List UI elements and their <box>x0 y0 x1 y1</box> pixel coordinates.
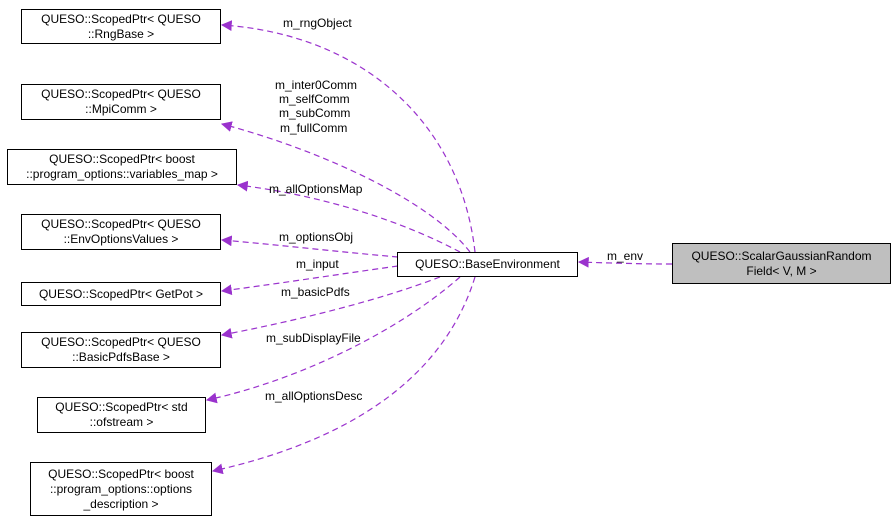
label-input: m_input <box>296 257 339 271</box>
node-scopedptr-getpot[interactable]: QUESO::ScopedPtr< GetPot > <box>21 282 221 306</box>
node-text-line: ::ofstream > <box>89 415 154 429</box>
edge-rng <box>220 20 476 253</box>
edge-getpot <box>220 265 399 296</box>
node-text-line: QUESO::ScopedPtr< QUESO <box>41 217 201 231</box>
edge-comm <box>220 121 471 253</box>
node-text-line: ::EnvOptionsValues > <box>63 232 179 246</box>
node-text-line: ::program_options::variables_map > <box>26 167 218 181</box>
node-text-line: QUESO::ScopedPtr< std <box>55 400 188 414</box>
node-baseenvironment[interactable]: QUESO::BaseEnvironment <box>397 252 578 277</box>
node-text-line: QUESO::ScopedPtr< QUESO <box>41 335 201 349</box>
edge-envopts <box>220 235 399 258</box>
node-text-line: QUESO::ScopedPtr< GetPot > <box>38 286 204 301</box>
edge-ofstream <box>205 276 461 404</box>
node-text-line: ::RngBase > <box>87 26 155 41</box>
label-alloptionsdesc: m_allOptionsDesc <box>265 389 363 403</box>
node-text-line: QUESO::ScopedPtr< QUESO <box>41 87 201 101</box>
node-text-line: QUESO::ScopedPtr< QUESO <box>41 11 201 26</box>
node-text-line: QUESO::BaseEnvironment <box>415 257 560 271</box>
node-text-line: QUESO::ScopedPtr< boost <box>48 466 194 481</box>
edge-varmap <box>236 180 461 253</box>
label-subdisplayfile: m_subDisplayFile <box>266 331 361 345</box>
node-scopedptr-variables-map[interactable]: QUESO::ScopedPtr< boost::program_options… <box>7 149 237 185</box>
node-text-line: _description > <box>83 496 159 511</box>
label-fullcomm: m_fullComm <box>280 121 348 135</box>
label-alloptionsmap: m_allOptionsMap <box>269 182 363 196</box>
node-text-line: QUESO::ScopedPtr< boost <box>49 152 195 166</box>
node-text-line: ::BasicPdfsBase > <box>72 350 170 364</box>
label-env: m_env <box>607 249 644 263</box>
node-text-line: ::MpiComm > <box>85 102 157 116</box>
edge-pdfs <box>220 276 441 339</box>
label-subcomm: m_subComm <box>279 106 351 120</box>
node-scopedptr-mpicomm[interactable]: QUESO::ScopedPtr< QUESO::MpiComm > <box>21 84 221 120</box>
node-scopedptr-envoptionsvalues[interactable]: QUESO::ScopedPtr< QUESO::EnvOptionsValue… <box>21 214 221 250</box>
node-text-line: Field< V, M > <box>746 263 817 278</box>
edge-env <box>577 256 673 268</box>
node-text-line: ::program_options::options <box>49 481 193 496</box>
label-rngobject: m_rngObject <box>283 16 352 30</box>
label-optionsobj: m_optionsObj <box>279 230 354 244</box>
label-inter0comm: m_inter0Comm <box>275 78 358 92</box>
node-scopedptr-options-description[interactable]: QUESO::ScopedPtr< boost::program_options… <box>30 462 212 516</box>
edge-optdesc <box>211 276 476 475</box>
node-scopedptr-basicpdfsbase[interactable]: QUESO::ScopedPtr< QUESO::BasicPdfsBase > <box>21 332 221 368</box>
label-basicpdfs: m_basicPdfs <box>281 285 350 299</box>
node-scopedptr-ofstream[interactable]: QUESO::ScopedPtr< std::ofstream > <box>37 397 206 433</box>
node-scopedptr-rngbase[interactable]: QUESO::ScopedPtr< QUESO::RngBase > <box>21 9 221 44</box>
label-selfcomm: m_selfComm <box>279 92 350 106</box>
node-text-line: QUESO::ScalarGaussianRandom <box>691 248 872 263</box>
